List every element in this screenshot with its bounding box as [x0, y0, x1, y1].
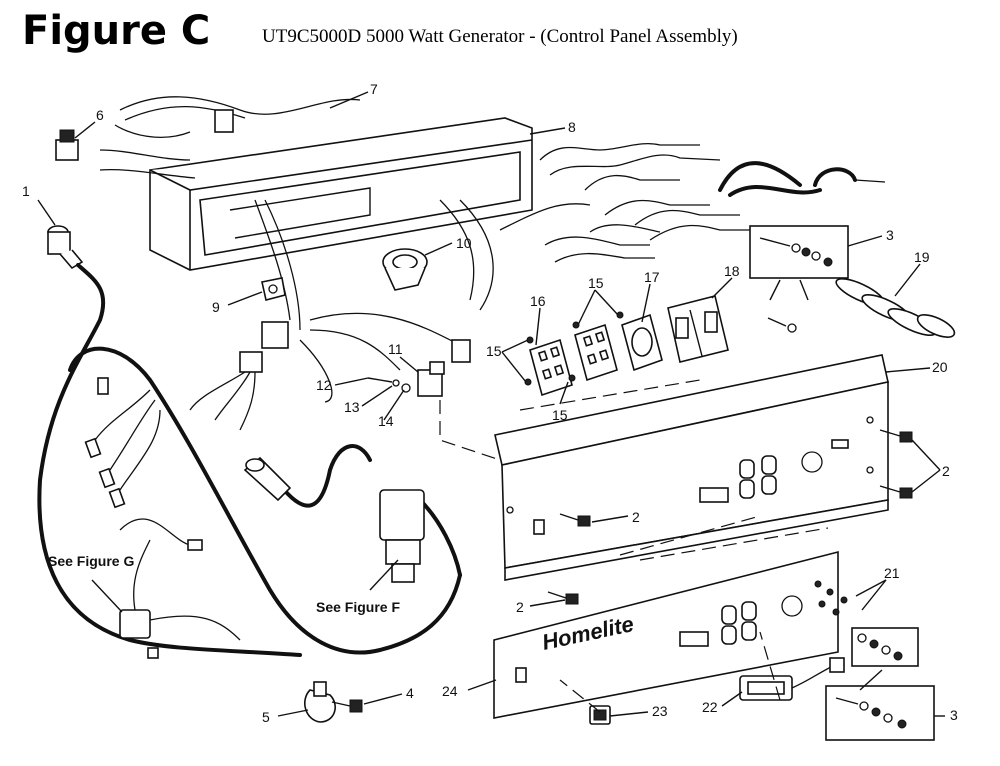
callout-8: 8 [568, 119, 576, 135]
callout-23: 23 [652, 703, 668, 719]
callout-numbers: 1 2 2 2 2 3 3 4 5 6 7 8 9 10 11 12 13 14… [22, 81, 958, 725]
part-19-cable-ties [835, 278, 956, 338]
callout-16: 16 [530, 293, 546, 309]
part-11-switch [367, 361, 445, 397]
callout-15-top: 15 [588, 275, 604, 291]
callout-7: 7 [370, 81, 378, 97]
see-figure-f-label: See Figure F [316, 599, 400, 615]
figure-f-coil [243, 456, 425, 583]
hardware-kit-lower [825, 627, 935, 741]
see-figure-g-label: See Figure G [48, 553, 134, 569]
part-1-sensor [37, 225, 302, 657]
callout-15-bottom: 15 [552, 407, 568, 423]
callout-18: 18 [724, 263, 740, 279]
jumper-wires [539, 143, 886, 263]
part-18-breaker [667, 295, 729, 363]
wiring-housing-box [149, 117, 533, 271]
figure-subtitle: UT9C5000D 5000 Watt Generator - (Control… [262, 26, 738, 47]
callout-20: 20 [932, 359, 948, 375]
callout-14: 14 [378, 413, 394, 429]
part-21-screws [814, 580, 848, 616]
callout-3-lower: 3 [950, 707, 958, 723]
callout-1: 1 [22, 183, 30, 199]
assembly-dashed-lines [439, 379, 829, 713]
callout-3-upper: 3 [886, 227, 894, 243]
outlet-receptacles [524, 311, 624, 397]
part-9-clip [261, 277, 286, 301]
part-6-switch [55, 129, 79, 161]
callout-2-right: 2 [942, 463, 950, 479]
callout-19: 19 [914, 249, 930, 265]
callout-4: 4 [406, 685, 414, 701]
part-5-clamp [304, 681, 363, 723]
part-22-hour-meter [739, 657, 845, 701]
callout-13: 13 [344, 399, 360, 415]
main-cable-loop [68, 346, 462, 655]
callout-2-center: 2 [632, 509, 640, 525]
callout-5: 5 [262, 709, 270, 725]
grommet-part [382, 248, 428, 291]
left-pigtails [84, 377, 203, 551]
callout-17: 17 [644, 269, 660, 285]
figure-g-component [119, 539, 241, 659]
mounting-bolts [547, 429, 913, 605]
callout-21: 21 [884, 565, 900, 581]
callout-11: 11 [388, 341, 403, 357]
callout-15-left: 15 [486, 343, 502, 359]
leader-lines [37, 91, 945, 717]
callout-2-lower: 2 [516, 599, 524, 615]
part-24-faceplate [493, 550, 839, 719]
callout-12: 12 [316, 377, 332, 393]
callout-22: 22 [702, 699, 718, 715]
part-23-switch [589, 705, 611, 725]
part-17-twistlock [621, 313, 663, 372]
callout-24: 24 [442, 683, 458, 699]
callout-9: 9 [212, 299, 220, 315]
callout-10: 10 [456, 235, 472, 251]
wiring-harness [99, 96, 591, 431]
callout-6: 6 [96, 107, 104, 123]
figure-title: Figure C [22, 8, 211, 54]
hardware-kit-upper [749, 225, 849, 333]
